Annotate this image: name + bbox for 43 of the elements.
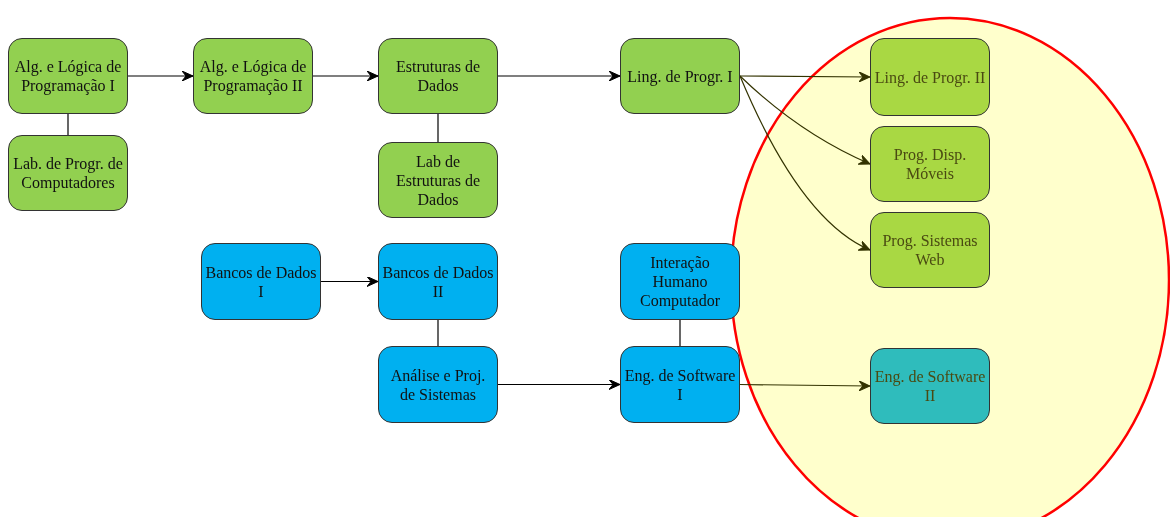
course-name: Alg. e Lógica de Programação I bbox=[13, 57, 123, 95]
course-box bbox=[378, 243, 498, 320]
course-name: Prog. Disp. Móveis bbox=[892, 145, 968, 183]
course-box bbox=[8, 38, 128, 114]
course-box bbox=[378, 142, 498, 218]
arrow bbox=[127, 70, 194, 82]
course-box bbox=[870, 348, 990, 424]
connector-line bbox=[437, 113, 439, 143]
course-box bbox=[378, 346, 498, 423]
arrow bbox=[739, 75, 871, 165]
course-name: Lab. de Progr. de Computadores bbox=[12, 154, 124, 192]
arrow bbox=[739, 75, 871, 251]
course-name: Eng. de Software I bbox=[624, 365, 736, 404]
connector-line bbox=[437, 319, 439, 347]
course-box bbox=[8, 135, 128, 211]
course-name: Eng. de Software II bbox=[874, 367, 986, 405]
course-box bbox=[378, 38, 498, 114]
course-box bbox=[870, 126, 990, 202]
course-name: Estruturas de Dados bbox=[395, 57, 481, 95]
course-name: Lab de Estruturas de Dados bbox=[395, 151, 481, 209]
course-box bbox=[193, 38, 313, 114]
arrow bbox=[497, 70, 621, 82]
course-name: Análise e Proj. de Sistemas bbox=[389, 365, 487, 404]
course-box bbox=[620, 346, 740, 423]
course-name: Bancos de Dados I bbox=[205, 262, 317, 301]
course-name: Prog. Sistemas Web bbox=[881, 231, 979, 269]
connector-line bbox=[67, 113, 69, 136]
course-box bbox=[620, 38, 740, 114]
course-name: Bancos de Dados II bbox=[382, 262, 494, 301]
course-box bbox=[620, 243, 740, 320]
course-name: Alg. e Lógica de Programação II bbox=[198, 57, 308, 95]
course-box bbox=[870, 212, 990, 288]
arrow bbox=[320, 276, 379, 287]
arrow bbox=[312, 70, 379, 82]
arrow bbox=[739, 71, 871, 83]
arrow bbox=[739, 380, 871, 392]
arrow bbox=[497, 379, 621, 390]
course-box bbox=[201, 243, 321, 320]
connector-line bbox=[679, 319, 681, 347]
course-box bbox=[870, 38, 990, 116]
course-name: Ling. de Progr. I bbox=[627, 66, 733, 86]
course-name: Ling. de Progr. II bbox=[874, 67, 986, 87]
course-name: Interação Humano Computador bbox=[639, 253, 721, 310]
